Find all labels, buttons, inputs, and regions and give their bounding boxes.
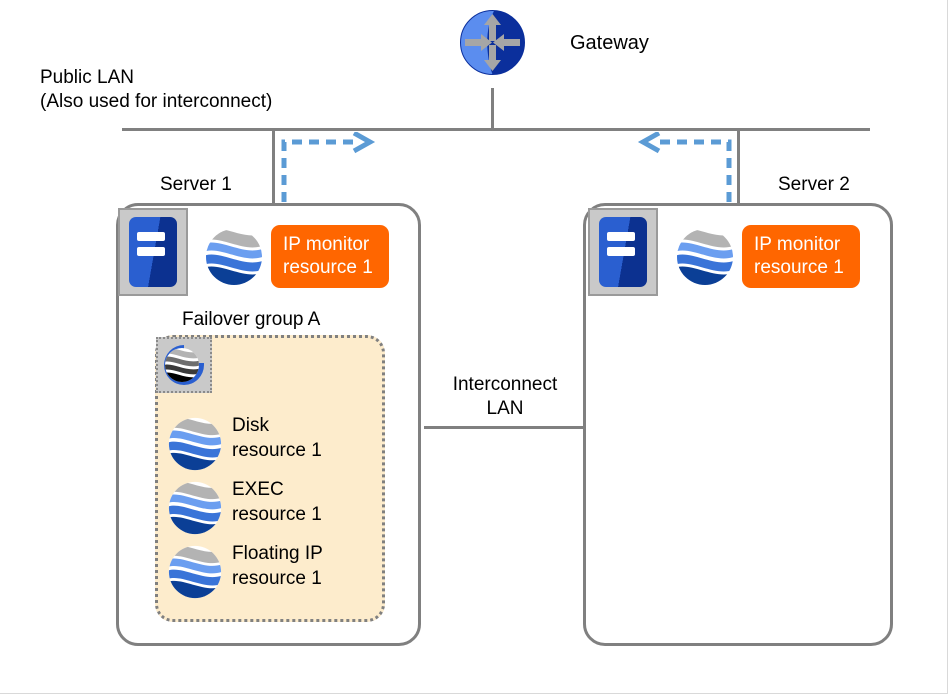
server2-machine-icon: [588, 208, 658, 296]
server2-lan-drop-line: [737, 128, 740, 206]
list-item: Floating IP resource 1: [168, 541, 383, 603]
exec-resource-label: EXEC resource 1: [232, 479, 322, 525]
floating-ip-resource-globe-icon: [168, 545, 222, 599]
floating-ip-resource-label: Floating IP resource 1: [232, 543, 323, 589]
server2-inbound-flow-arrow: [635, 130, 735, 204]
server1-outbound-flow-arrow: [278, 130, 378, 204]
server1-ip-monitor-badge: IP monitor resource 1: [271, 225, 389, 288]
failover-group-label: Failover group A: [182, 309, 321, 330]
disk-resource-label: Disk resource 1: [232, 415, 322, 461]
server2-monitor-globe-icon: [676, 228, 734, 286]
server1-lan-drop-line: [272, 128, 275, 206]
interconnect-lan-line: [424, 426, 586, 429]
gateway-stem-line: [491, 88, 494, 129]
server2-label: Server 2: [778, 174, 850, 195]
server1-label: Server 1: [160, 174, 232, 195]
list-item: Disk resource 1: [168, 413, 383, 475]
interconnect-lan-label: Interconnect LAN: [452, 374, 558, 419]
public-lan-line: [122, 128, 870, 131]
list-item: EXEC resource 1: [168, 477, 383, 539]
exec-resource-globe-icon: [168, 481, 222, 535]
gateway-label: Gateway: [570, 32, 649, 54]
public-lan-label: Public LAN (Also used for interconnect): [40, 67, 273, 112]
disk-resource-globe-icon: [168, 417, 222, 471]
gateway-router-icon: [459, 9, 526, 76]
server2-ip-monitor-badge: IP monitor resource 1: [742, 225, 860, 288]
server1-machine-icon: [118, 208, 188, 296]
server1-monitor-globe-icon: [205, 228, 263, 286]
failover-group-icon: [156, 337, 212, 393]
